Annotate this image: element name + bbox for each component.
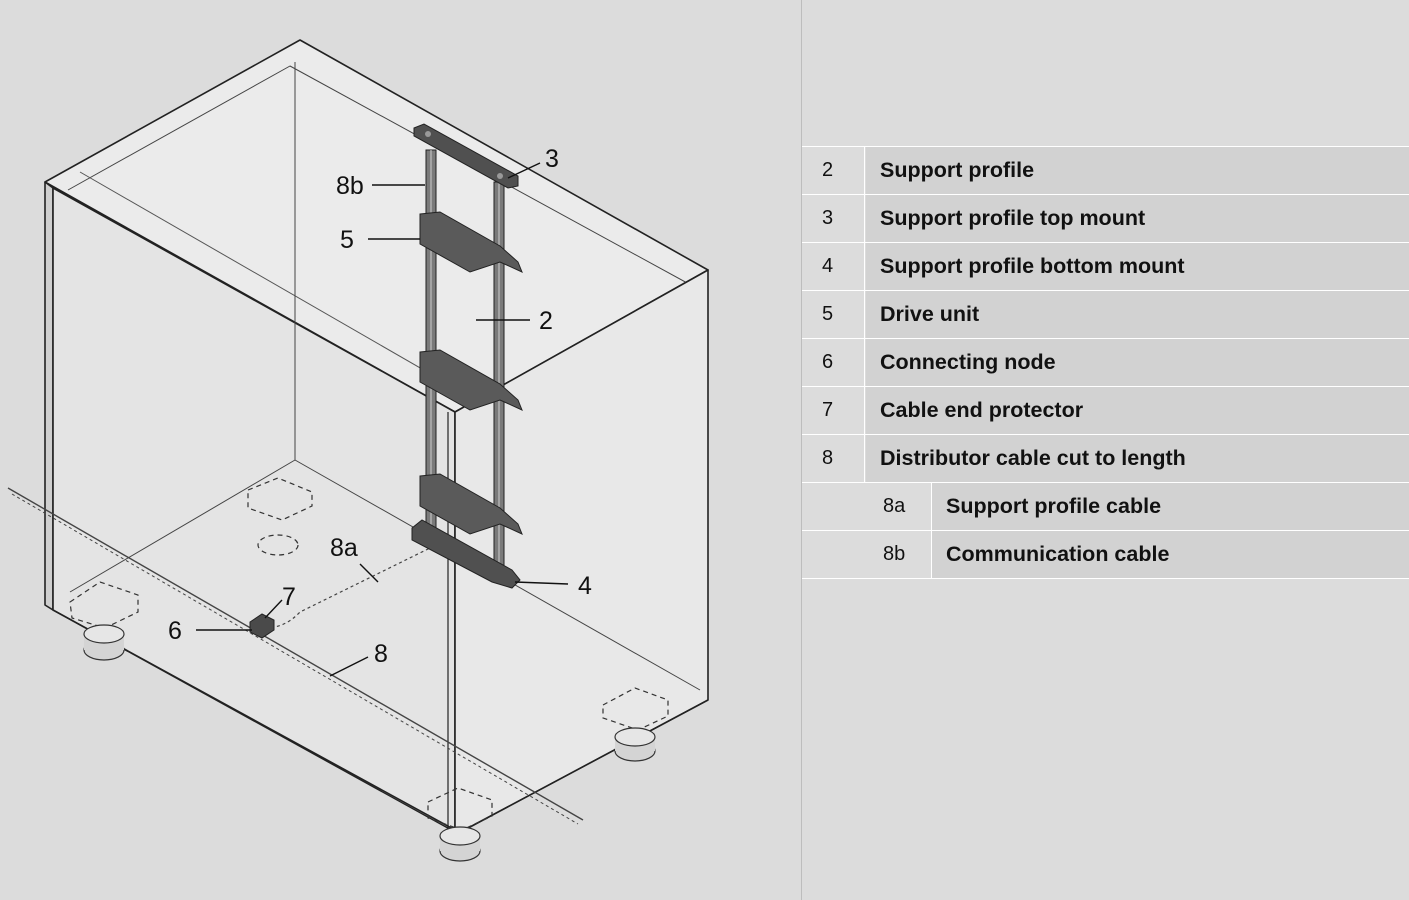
legend-label: Support profile [866,147,1409,194]
callout-2: 2 [539,307,553,335]
callout-5: 5 [340,226,354,254]
legend-number: 8 [802,435,865,482]
legend-indent [802,531,866,578]
legend-label: Cable end protector [866,387,1409,434]
legend-row: 8 Distributor cable cut to length [802,435,1409,483]
cabinet-carcass [44,39,709,836]
legend-subrow: 8b Communication cable [802,531,1409,579]
callout-8a: 8a [330,534,358,562]
callout-8b: 8b [336,172,364,200]
legend-number: 4 [802,243,865,290]
distributor-cable [7,487,584,825]
legend-subrow: 8a Support profile cable [802,483,1409,531]
cabinet-feet [69,477,669,862]
legend-number: 8a [866,483,932,530]
cabinet-assembly-diagram: 3 8b 5 2 8a 4 7 6 8 [7,39,709,862]
legend-row: 4 Support profile bottom mount [802,243,1409,291]
legend-label: Support profile cable [932,483,1409,530]
callout-3: 3 [545,145,559,173]
connecting-node [249,613,275,639]
callout-6: 6 [168,617,182,645]
support-profile-bottom-mount [411,519,521,589]
legend-label: Drive unit [866,291,1409,338]
legend-row: 3 Support profile top mount [802,195,1409,243]
legend-row: 2 Support profile [802,146,1409,195]
drive-units [419,211,523,535]
legend-row: 7 Cable end protector [802,387,1409,435]
callout-7: 7 [282,583,296,611]
legend-label: Communication cable [932,531,1409,578]
legend-row: 6 Connecting node [802,339,1409,387]
callout-8: 8 [374,640,388,668]
support-profile-top-mount [413,123,519,189]
legend-label: Support profile top mount [866,195,1409,242]
legend-number: 2 [802,147,865,194]
panel-divider [801,0,802,900]
legend-label: Support profile bottom mount [866,243,1409,290]
legend-label: Connecting node [866,339,1409,386]
legend-number: 7 [802,387,865,434]
legend-number: 6 [802,339,865,386]
legend-number: 8b [866,531,932,578]
legend-number: 5 [802,291,865,338]
legend-row: 5 Drive unit [802,291,1409,339]
callout-4: 4 [578,572,592,600]
legend-number: 3 [802,195,865,242]
legend-indent [802,483,866,530]
legend-label: Distributor cable cut to length [866,435,1409,482]
cabinet-illustration: 3 8b 5 2 8a 4 7 6 8 [7,39,709,862]
parts-legend: 2 Support profile 3 Support profile top … [802,146,1409,579]
leader-lines [196,162,569,677]
